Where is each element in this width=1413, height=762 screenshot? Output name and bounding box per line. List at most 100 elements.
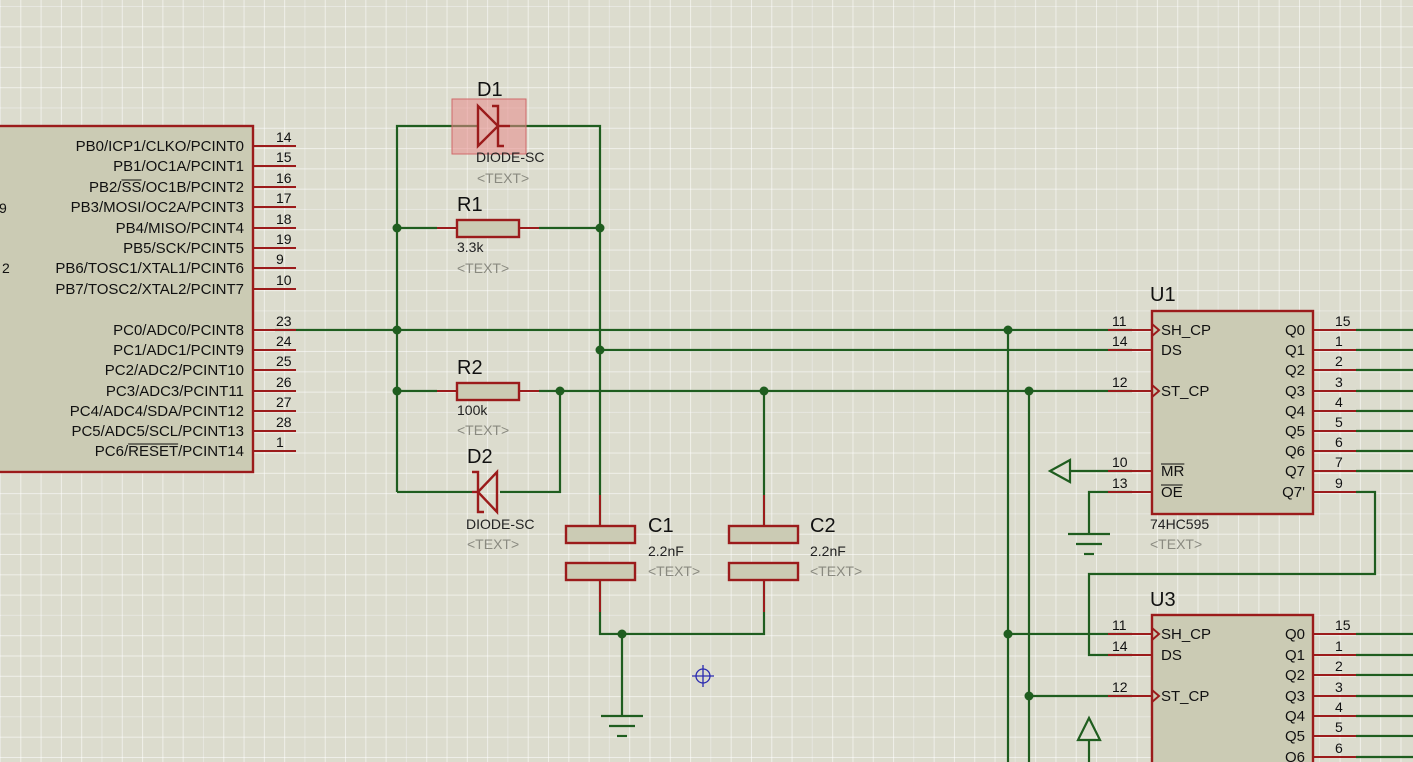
- mcu-pin-number: 17: [276, 190, 292, 206]
- chip-pin-label: DS: [1161, 647, 1182, 664]
- u1-body: [1150, 309, 1315, 516]
- chip-pin-label: Q7': [1282, 484, 1305, 501]
- chip-output-pin[interactable]: Q0 15: [1285, 313, 1356, 339]
- chip-pin-label: ST_CP: [1161, 383, 1209, 400]
- capacitor-c1[interactable]: C1 2.2nF <TEXT>: [564, 495, 700, 612]
- power-terminal[interactable]: [1076, 715, 1102, 742]
- chip-output-pin[interactable]: Q66: [1285, 434, 1356, 460]
- mcu-pin[interactable]: PC3/ADC3/PCINT11 26: [106, 374, 296, 400]
- mcu-pin-label: PC4/ADC4/SDA/PCINT12: [70, 403, 244, 420]
- junctions: [392, 223, 1034, 701]
- chip-output-pin[interactable]: Q55: [1285, 719, 1356, 745]
- wire-d1-left[interactable]: [395, 124, 478, 492]
- diode-d2[interactable]: D2 DIODE-SC <TEXT>: [466, 446, 534, 552]
- chip-pin-number: 15: [1335, 313, 1351, 329]
- chip-output-pin[interactable]: Q66: [1285, 740, 1356, 762]
- mcu-pin-label: PC3/ADC3/PCINT11: [106, 383, 244, 400]
- mcu-pin[interactable]: PB7/TOSC2/XTAL2/PCINT7 10: [55, 272, 296, 298]
- wire-d1-right[interactable]: [510, 124, 602, 526]
- ground-symbol[interactable]: [1068, 532, 1110, 556]
- mcu-pin-number: 10: [276, 272, 292, 288]
- mcu-pin-label: PB7/TOSC2/XTAL2/PCINT7: [55, 281, 244, 298]
- power-terminal[interactable]: [1047, 458, 1072, 484]
- chip-pin-label: SH_CP: [1161, 626, 1211, 643]
- mcu-pin-number: 26: [276, 374, 292, 390]
- chip-pin-number: 4: [1335, 699, 1343, 715]
- r2-value: 100k: [457, 402, 488, 418]
- u1-text: <TEXT>: [1150, 536, 1202, 552]
- c2-text: <TEXT>: [810, 563, 862, 579]
- diode-d1[interactable]: D1 DIODE-SC <TEXT>: [451, 79, 544, 186]
- r1-ref: R1: [457, 194, 483, 216]
- chip-output-pin[interactable]: Q22: [1285, 658, 1356, 684]
- d2-text: <TEXT>: [467, 536, 519, 552]
- mcu-body: [0, 124, 255, 474]
- chip-pin-number: 12: [1112, 679, 1128, 695]
- chip-input-pin[interactable]: ST_CP 12: [1108, 374, 1209, 400]
- chip-output-pin[interactable]: Q22: [1285, 353, 1356, 379]
- chip-output-pin[interactable]: Q77: [1285, 454, 1356, 480]
- wire-d2-right[interactable]: [500, 391, 562, 494]
- wire-cascade[interactable]: [1087, 490, 1377, 657]
- chip-pin-label: Q7: [1285, 463, 1305, 480]
- resistor-r1[interactable]: R1 3.3k <TEXT>: [437, 194, 539, 276]
- chip-pin-label: Q4: [1285, 708, 1305, 725]
- chip-pin-label: OE: [1161, 484, 1183, 501]
- chip-pin-label: Q1: [1285, 342, 1305, 359]
- chip-output-pin[interactable]: Q55: [1285, 414, 1356, 440]
- junction-dot: [1024, 691, 1034, 701]
- resistor-r2[interactable]: R2 100k <TEXT>: [437, 357, 539, 438]
- ground-symbol[interactable]: [601, 714, 643, 738]
- chip-output-pin[interactable]: Q11: [1285, 333, 1356, 359]
- wire-c-bottom[interactable]: [598, 580, 766, 636]
- chip-output-pin[interactable]: Q33: [1285, 374, 1356, 400]
- chip-output-pin[interactable]: Q33: [1285, 679, 1356, 705]
- mcu-pin-label: PC0/ADC0/PCINT8: [113, 322, 244, 339]
- junction-dot: [555, 386, 565, 396]
- chip-pin-label: SH_CP: [1161, 322, 1211, 339]
- chip-pin-label: Q6: [1285, 443, 1305, 460]
- junction-dot: [1024, 386, 1034, 396]
- chip-output-pin[interactable]: Q4 4: [1285, 699, 1356, 725]
- chip-pin-label: Q0: [1285, 322, 1305, 339]
- chip-pin-label: Q1: [1285, 647, 1305, 664]
- chip-output-pin[interactable]: Q11: [1285, 638, 1356, 664]
- capacitor-c2[interactable]: C2 2.2nF <TEXT>: [727, 495, 862, 612]
- d1-text: <TEXT>: [477, 170, 529, 186]
- chip-pin-number: 12: [1112, 374, 1128, 390]
- u3-body: [1150, 613, 1315, 762]
- chip-output-pin[interactable]: Q44: [1285, 394, 1356, 420]
- mcu-pin-label: PB5/SCK/PCINT5: [123, 240, 244, 257]
- chip-output-pin[interactable]: Q7'9: [1282, 475, 1356, 501]
- mcu-pin-number: 9: [276, 251, 284, 267]
- chip-pin-number: 3: [1335, 679, 1343, 695]
- mcu-atmega[interactable]: PB0/ICP1/CLKO/PCINT014PB1/OC1A/PCINT115P…: [0, 124, 296, 474]
- shift-register-u1[interactable]: SH_CP11DS14ST_CP12MR10OE13Q015Q11Q22Q33Q…: [1108, 284, 1356, 552]
- wire-oe[interactable]: [1087, 490, 1132, 534]
- chip-pin-number: 4: [1335, 394, 1343, 410]
